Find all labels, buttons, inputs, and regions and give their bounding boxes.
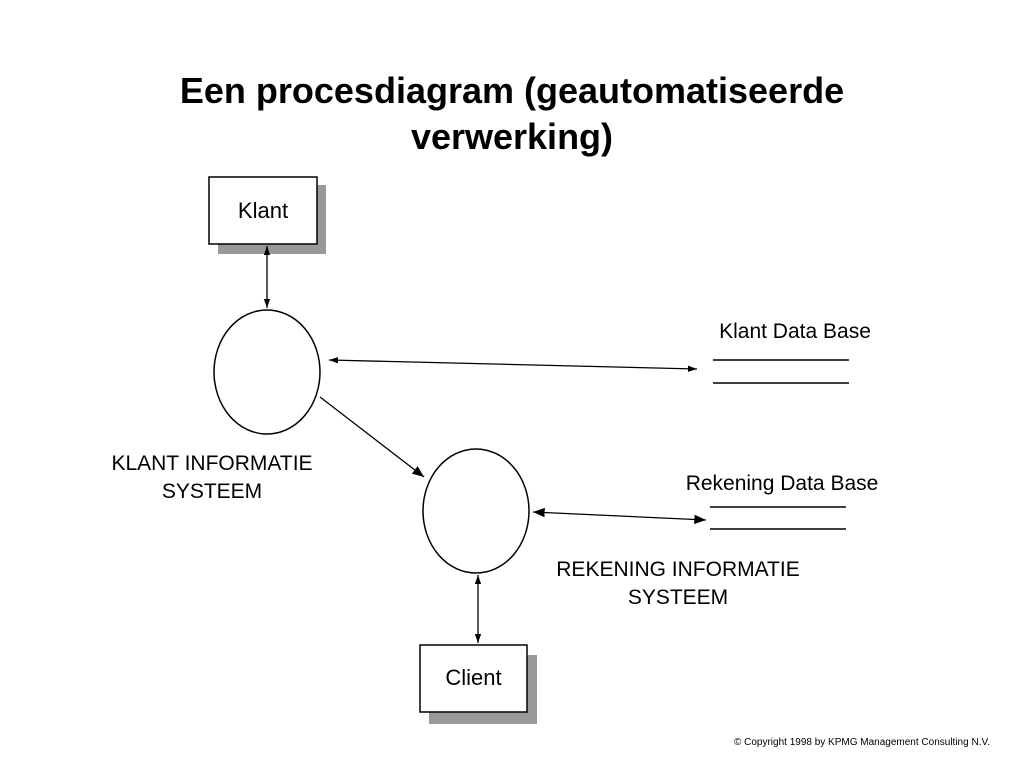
klant-entity-label: Klant bbox=[237, 198, 289, 223]
flow-process-to-klant-db bbox=[328, 357, 698, 372]
klant-is-label-line-2: SYSTEEM bbox=[161, 480, 263, 503]
flow-rekening-process-to-rekening-db bbox=[532, 507, 707, 525]
klant-data-store bbox=[713, 359, 849, 384]
klant-entity-box bbox=[208, 176, 326, 254]
rekening-informatie-systeem-label: REKENING INFORMATIE SYSTEEM bbox=[518, 556, 838, 612]
copyright-notice: © Copyright 1998 by KPMG Management Cons… bbox=[733, 737, 990, 748]
slide-title: Een procesdiagram (geautomatiseerde verw… bbox=[0, 68, 1024, 160]
client-entity-box bbox=[419, 644, 537, 724]
client-entity-label: Client bbox=[445, 665, 502, 690]
klant-is-label-line-1: KLANT INFORMATIE bbox=[111, 452, 313, 475]
klant-box bbox=[208, 176, 318, 245]
slide-title-line-2: verwerking) bbox=[410, 116, 614, 157]
rekening-informatie-systeem-process bbox=[422, 448, 530, 574]
rekening-data-base-label: Rekening Data Base bbox=[685, 472, 879, 495]
rekening-is-label-line-2: SYSTEEM bbox=[627, 586, 729, 609]
rekening-data-store bbox=[710, 506, 846, 530]
klant-data-base-label: Klant Data Base bbox=[719, 320, 871, 343]
flow-klant-process-to-rekening-process bbox=[319, 396, 425, 478]
rekening-is-label-line-1: REKENING INFORMATIE bbox=[556, 558, 800, 581]
client-box bbox=[419, 644, 528, 713]
klant-informatie-systeem-process bbox=[213, 309, 321, 435]
klant-informatie-systeem-label: KLANT INFORMATIE SYSTEEM bbox=[72, 450, 352, 506]
slide-title-line-1: Een procesdiagram (geautomatiseerde bbox=[179, 70, 845, 111]
